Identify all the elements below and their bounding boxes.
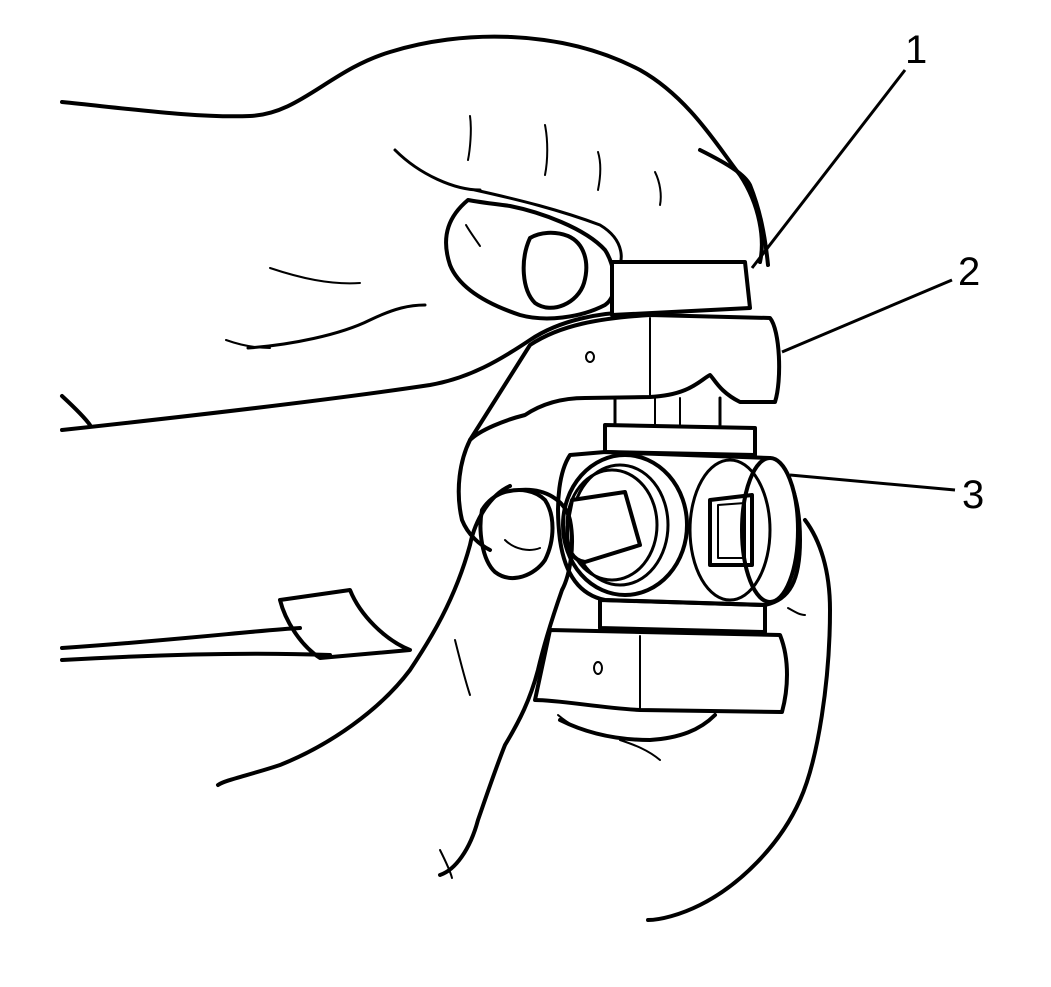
tool-body [468,260,782,442]
callout-label-1: 1 [905,28,927,72]
lower-hand [60,438,832,922]
callout-label-2: 2 [958,250,980,294]
callout-3: 3 [789,473,984,517]
callout-label-3: 3 [962,473,984,517]
callout-2: 2 [781,250,980,354]
callout-1: 1 [750,28,927,269]
lower-tool-arm [278,588,789,714]
valve-assembly [556,423,802,634]
upper-hand [60,34,770,432]
